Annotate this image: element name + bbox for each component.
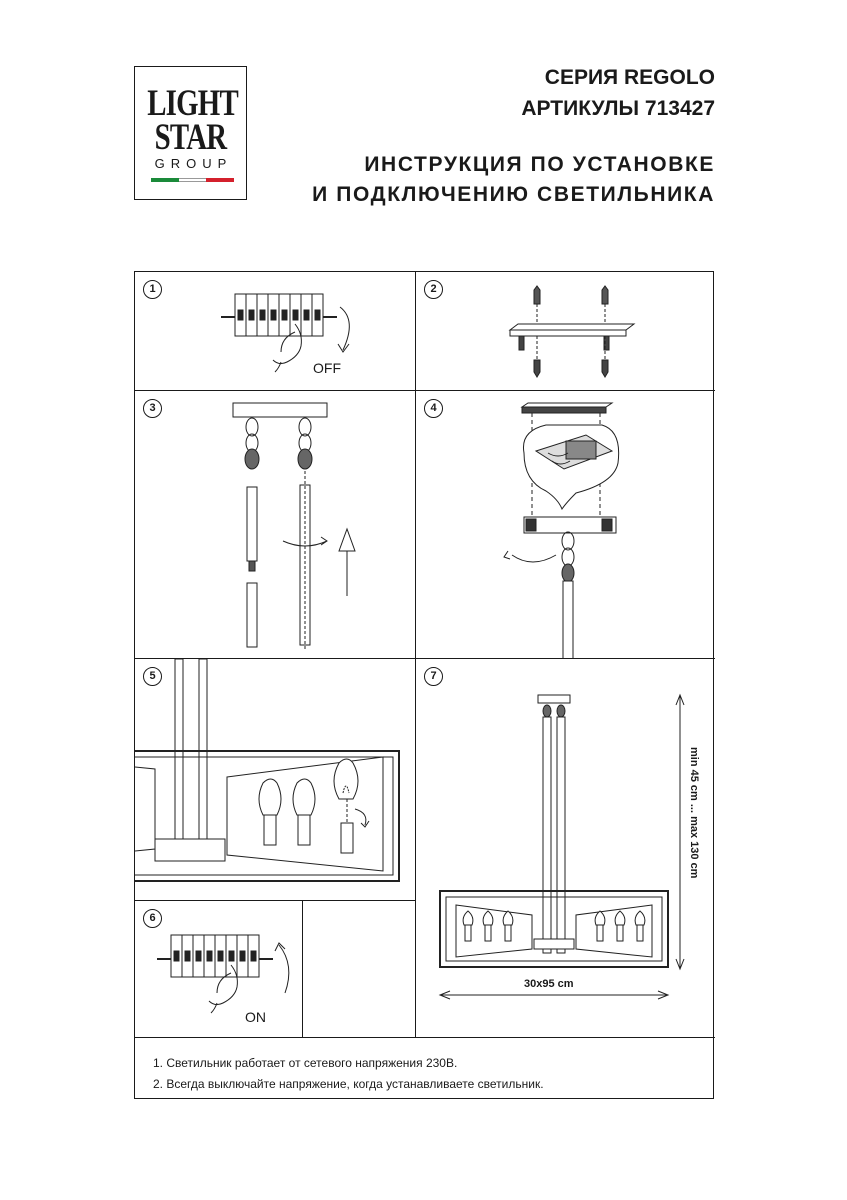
breaker-switch	[303, 309, 310, 321]
step-4-panel: 4	[416, 391, 715, 659]
article-number: АРТИКУЛЫ 713427	[521, 97, 715, 120]
bulb-install-illustration	[135, 659, 400, 882]
breaker-switch	[250, 950, 257, 962]
breaker-switch	[239, 950, 246, 962]
step-1-off-label: OFF	[313, 360, 341, 376]
logo-word-star: STAR	[154, 117, 228, 158]
step-6-on-label: ON	[245, 1009, 266, 1025]
dimensions-illustration	[438, 693, 685, 1000]
logo-word-group: GROUP	[154, 156, 233, 171]
breaker-switch	[228, 950, 235, 962]
breaker-switch	[259, 309, 266, 321]
breaker-switch	[281, 309, 288, 321]
italian-flag-stripe	[151, 178, 235, 182]
step-4-number: 4	[424, 399, 443, 418]
empty-panel	[303, 901, 416, 1038]
breaker-switch	[184, 950, 191, 962]
candle-socket	[464, 924, 472, 942]
step-5-panel: 5	[135, 659, 416, 901]
step-2-panel: 2	[416, 272, 715, 391]
flag-green	[151, 178, 179, 182]
breaker-module	[247, 934, 260, 978]
note-2: 2. Всегда выключайте напряжение, когда у…	[153, 1077, 544, 1091]
title-line-1: ИНСТРУКЦИЯ ПО УСТАНОВКЕ	[364, 153, 715, 176]
candle-socket	[596, 924, 604, 942]
step-2-number: 2	[424, 280, 443, 299]
candle-bulb	[614, 910, 626, 926]
breaker-switch	[206, 950, 213, 962]
candle-socket	[616, 924, 624, 942]
height-dimension: min 45 cm ... max 130 cm	[688, 747, 700, 879]
series-name: СЕРИЯ REGOLO	[544, 66, 715, 89]
candle-socket	[636, 924, 644, 942]
step-6-panel: 6 ON	[135, 901, 303, 1038]
candle-bulb	[502, 910, 514, 926]
flag-red	[206, 178, 235, 182]
brand-logo: LIGHT STAR GROUP	[134, 66, 247, 200]
breaker-switch	[173, 950, 180, 962]
step-6-number: 6	[143, 909, 162, 928]
step-5-number: 5	[143, 667, 162, 686]
mounting-bracket-illustration	[508, 285, 636, 378]
step-7-number: 7	[424, 667, 443, 686]
step-1-number: 1	[143, 280, 162, 299]
breaker-switch	[217, 950, 224, 962]
notes-block: 1. Светильник работает от сетевого напря…	[153, 1053, 544, 1095]
step-3-panel: 3	[135, 391, 416, 659]
instruction-sheet: 1 OFF 2	[134, 271, 715, 1099]
title-line-2: И ПОДКЛЮЧЕНИЮ СВЕТИЛЬНИКА	[312, 183, 715, 206]
wiring-connection-illustration	[503, 402, 620, 658]
step-3-number: 3	[143, 399, 162, 418]
flag-white	[178, 178, 207, 182]
candle-bulb	[634, 910, 646, 926]
breaker-off-illustration	[221, 293, 350, 373]
note-1: 1. Светильник работает от сетевого напря…	[153, 1056, 458, 1070]
candle-bulb	[594, 910, 606, 926]
breaker-switch	[237, 309, 244, 321]
document-title: ИНСТРУКЦИЯ ПО УСТАНОВКЕ И ПОДКЛЮЧЕНИЮ СВ…	[312, 150, 715, 210]
breaker-on-illustration	[157, 934, 290, 1014]
logo-word-light: LIGHT	[147, 83, 239, 124]
breaker-switch	[195, 950, 202, 962]
candle-socket	[484, 924, 492, 942]
breaker-switch	[314, 309, 321, 321]
candle-bulb	[462, 910, 474, 926]
rod-assembly-illustration	[232, 402, 356, 649]
width-dimension: 30x95 cm	[524, 978, 574, 990]
step-7-panel: 7	[416, 659, 715, 1038]
candle-bulb	[482, 910, 494, 926]
breaker-module	[311, 293, 324, 337]
series-block: СЕРИЯ REGOLO АРТИКУЛЫ 713427	[521, 62, 715, 124]
breaker-switch	[270, 309, 277, 321]
breaker-switch	[292, 309, 299, 321]
candle-socket	[504, 924, 512, 942]
step-1-panel: 1 OFF	[135, 272, 416, 391]
breaker-switch	[248, 309, 255, 321]
